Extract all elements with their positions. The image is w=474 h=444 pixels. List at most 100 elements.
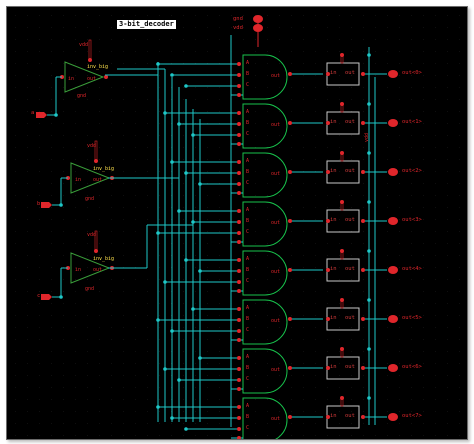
grid-dot — [315, 435, 316, 436]
grid-dot — [27, 183, 28, 184]
grid-dot — [315, 75, 316, 76]
input-a-label: a — [31, 110, 35, 116]
grid-dot — [63, 111, 64, 112]
grid-dot — [447, 351, 448, 352]
output-label-1: out<1> — [402, 119, 422, 125]
grid-dot — [99, 123, 100, 124]
grid-dot — [27, 207, 28, 208]
gate-5-supply-dot — [237, 338, 241, 342]
grid-dot — [387, 339, 388, 340]
grid-dot — [87, 183, 88, 184]
grid-dot — [39, 27, 40, 28]
grid-dot — [267, 123, 268, 124]
grid-dot — [447, 399, 448, 400]
grid-dot — [447, 315, 448, 316]
grid-dot — [459, 219, 460, 220]
grid-dot — [399, 111, 400, 112]
grid-dot — [63, 339, 64, 340]
grid-dot — [291, 411, 292, 412]
grid-dot — [207, 267, 208, 268]
grid-dot — [147, 87, 148, 88]
grid-dot — [99, 51, 100, 52]
grid-dot — [147, 423, 148, 424]
grid-dot — [39, 327, 40, 328]
grid-dot — [183, 339, 184, 340]
grid-dot — [63, 399, 64, 400]
grid-dot — [435, 111, 436, 112]
grid-dot — [459, 267, 460, 268]
grid-dot — [447, 375, 448, 376]
grid-dot — [411, 51, 412, 52]
grid-dot — [63, 219, 64, 220]
grid-dot — [387, 207, 388, 208]
buffer-4-supply-dot — [340, 249, 344, 253]
grid-dot — [15, 27, 16, 28]
grid-dot — [111, 27, 112, 28]
grid-dot — [447, 231, 448, 232]
grid-dot — [315, 231, 316, 232]
grid-dot — [375, 39, 376, 40]
grid-dot — [303, 51, 304, 52]
inverter-2-gnd-label: gnd — [85, 196, 95, 202]
grid-dot — [279, 219, 280, 220]
gate-6-out-label: out — [271, 367, 281, 373]
grid-dot — [399, 75, 400, 76]
grid-dot — [459, 231, 460, 232]
grid-dot — [51, 339, 52, 340]
grid-dot — [75, 303, 76, 304]
grid-dot — [147, 135, 148, 136]
grid-dot — [423, 351, 424, 352]
grid-dot — [447, 267, 448, 268]
grid-dot — [111, 375, 112, 376]
grid-dot — [147, 111, 148, 112]
grid-dot — [387, 327, 388, 328]
grid-dot — [39, 363, 40, 364]
bus-junction — [191, 133, 195, 137]
grid-dot — [375, 435, 376, 436]
grid-dot — [39, 195, 40, 196]
grid-dot — [207, 99, 208, 100]
grid-dot — [195, 363, 196, 364]
grid-dot — [351, 423, 352, 424]
bus-junction — [198, 356, 202, 360]
grid-dot — [15, 63, 16, 64]
grid-dot — [39, 411, 40, 412]
grid-dot — [75, 351, 76, 352]
grid-dot — [51, 195, 52, 196]
gate-7-out-label: out — [271, 416, 281, 422]
grid-dot — [399, 363, 400, 364]
grid-dot — [39, 315, 40, 316]
grid-dot — [171, 219, 172, 220]
and-gate-1 — [242, 103, 288, 149]
inverter-3-vdd-dot — [94, 249, 98, 253]
grid-dot — [51, 183, 52, 184]
schematic-canvas[interactable]: 3-bit_decoder gnd vdd inv_big in out vdd… — [6, 6, 468, 440]
grid-dot — [135, 123, 136, 124]
grid-dot — [303, 399, 304, 400]
grid-dot — [15, 99, 16, 100]
grid-dot — [399, 123, 400, 124]
grid-dot — [411, 255, 412, 256]
grid-dot — [315, 171, 316, 172]
grid-dot — [39, 111, 40, 112]
grid-dot — [387, 279, 388, 280]
grid-dot — [315, 375, 316, 376]
bus-junction — [170, 416, 174, 420]
grid-dot — [291, 147, 292, 148]
grid-dot — [387, 135, 388, 136]
grid-dot — [147, 291, 148, 292]
grid-dot — [423, 87, 424, 88]
inverter-1-cell-label: inv_big — [87, 64, 109, 70]
grid-dot — [315, 195, 316, 196]
grid-dot — [363, 327, 364, 328]
grid-dot — [159, 171, 160, 172]
grid-dot — [447, 99, 448, 100]
grid-dot — [351, 27, 352, 28]
buffer-7-in-label: in — [330, 413, 337, 419]
grid-dot — [351, 219, 352, 220]
output-pin-2 — [388, 168, 398, 176]
grid-dot — [159, 39, 160, 40]
output-label-5: out<5> — [402, 315, 422, 321]
grid-dot — [111, 39, 112, 40]
grid-dot — [363, 231, 364, 232]
